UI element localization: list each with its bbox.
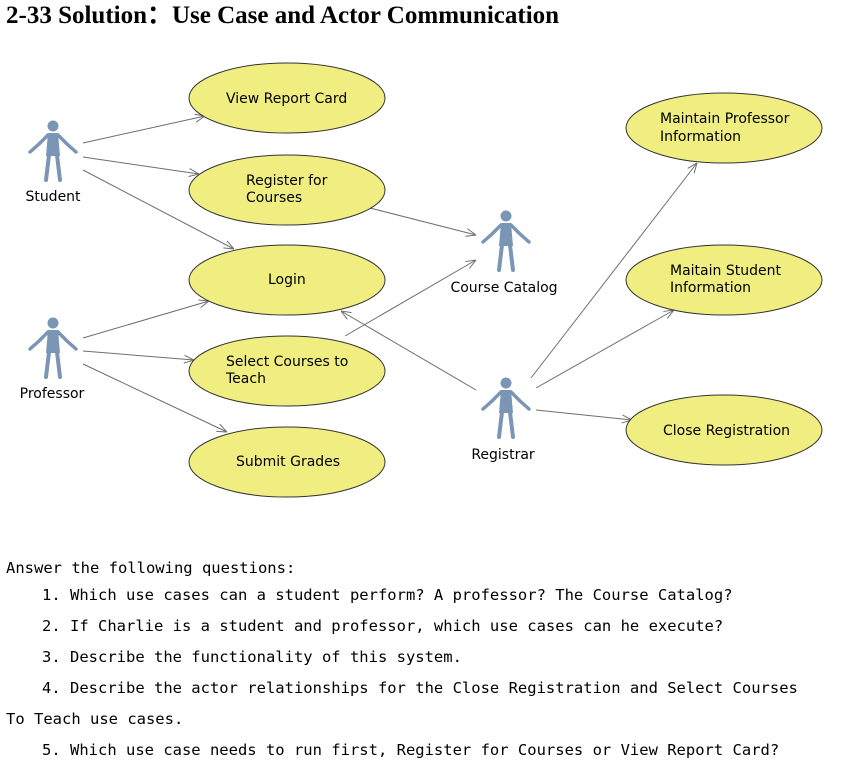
use-case-ellipse xyxy=(625,394,823,466)
questions-intro: Answer the following questions: xyxy=(6,559,296,577)
actor-label: Course Catalog xyxy=(450,280,557,296)
use-case-submit-grades: Submit Grades xyxy=(188,426,386,498)
page-title: 2-33 Solution：Use Case and Actor Communi… xyxy=(6,2,560,29)
association-select-courses-to-teach-to-course-catalog xyxy=(344,260,476,337)
association-professor-to-submit-grades xyxy=(82,363,227,432)
use-case-ellipse xyxy=(625,92,823,164)
use-case-close-registration: Close Registration xyxy=(625,394,823,466)
association-professor-to-login xyxy=(82,301,209,339)
question-3: 3. Describe the functionality of this sy… xyxy=(42,648,462,666)
association-student-to-register-for-courses xyxy=(82,156,199,174)
use-case-label: Select Courses to xyxy=(226,354,348,370)
use-case-label: Maitain Student xyxy=(670,263,781,279)
actor-course-catalog: Course Catalog xyxy=(450,210,558,296)
use-case-label: Courses xyxy=(246,190,302,206)
use-case-label: Maintain Professor xyxy=(660,111,790,127)
question-1: 1. Which use cases can a student perform… xyxy=(42,586,733,604)
use-case-label: Information xyxy=(670,280,751,296)
association-student-to-login xyxy=(82,169,234,249)
actor-professor: Professor xyxy=(20,317,85,402)
use-case-label: Register for xyxy=(246,173,328,189)
use-case-label: Close Registration xyxy=(663,423,790,439)
question-4: 4. Describe the actor relationships for … xyxy=(42,679,798,697)
use-case-label: Information xyxy=(660,129,741,145)
use-case-view-report-card: View Report Card xyxy=(188,62,386,134)
use-case-ellipse xyxy=(188,154,386,226)
association-registrar-to-maitain-student-information xyxy=(535,310,674,389)
use-case-label: Login xyxy=(268,272,306,288)
use-case-label: Teach xyxy=(225,371,266,387)
association-lines xyxy=(82,116,697,432)
use-case-ellipse xyxy=(188,335,386,407)
use-case-label: View Report Card xyxy=(226,91,347,107)
question-4-continued: To Teach use cases. xyxy=(6,710,184,728)
questions-section: Answer the following questions: 1. Which… xyxy=(6,556,846,766)
actor-label: Registrar xyxy=(471,447,535,463)
use-case-ellipse xyxy=(625,244,823,316)
question-5: 5. Which use case needs to run first, Re… xyxy=(42,741,780,759)
actor-stick-figure-icon xyxy=(28,317,78,379)
actor-student: Student xyxy=(25,120,81,205)
use-case-label: Submit Grades xyxy=(236,454,340,470)
association-registrar-to-close-registration xyxy=(535,409,632,420)
use-case-ellipse xyxy=(188,426,386,498)
actor-stick-figure-icon xyxy=(481,377,531,439)
actor-stick-figure-icon xyxy=(28,120,78,182)
use-case-login: Login xyxy=(188,244,386,316)
association-registrar-to-login xyxy=(341,311,477,391)
association-professor-to-select-courses-to-teach xyxy=(82,350,194,360)
association-student-to-view-report-card xyxy=(82,116,205,144)
association-registrar-to-maintain-professor-information xyxy=(530,163,697,379)
actor-label: Student xyxy=(25,189,81,205)
question-2: 2. If Charlie is a student and professor… xyxy=(42,617,724,635)
association-register-for-courses-to-course-catalog xyxy=(369,207,476,235)
actor-registrar: Registrar xyxy=(471,377,535,463)
use-case-ellipse xyxy=(188,244,386,316)
use-case-ellipse xyxy=(188,62,386,134)
actor-stick-figure-icon xyxy=(481,210,531,272)
actor-label: Professor xyxy=(20,386,85,402)
